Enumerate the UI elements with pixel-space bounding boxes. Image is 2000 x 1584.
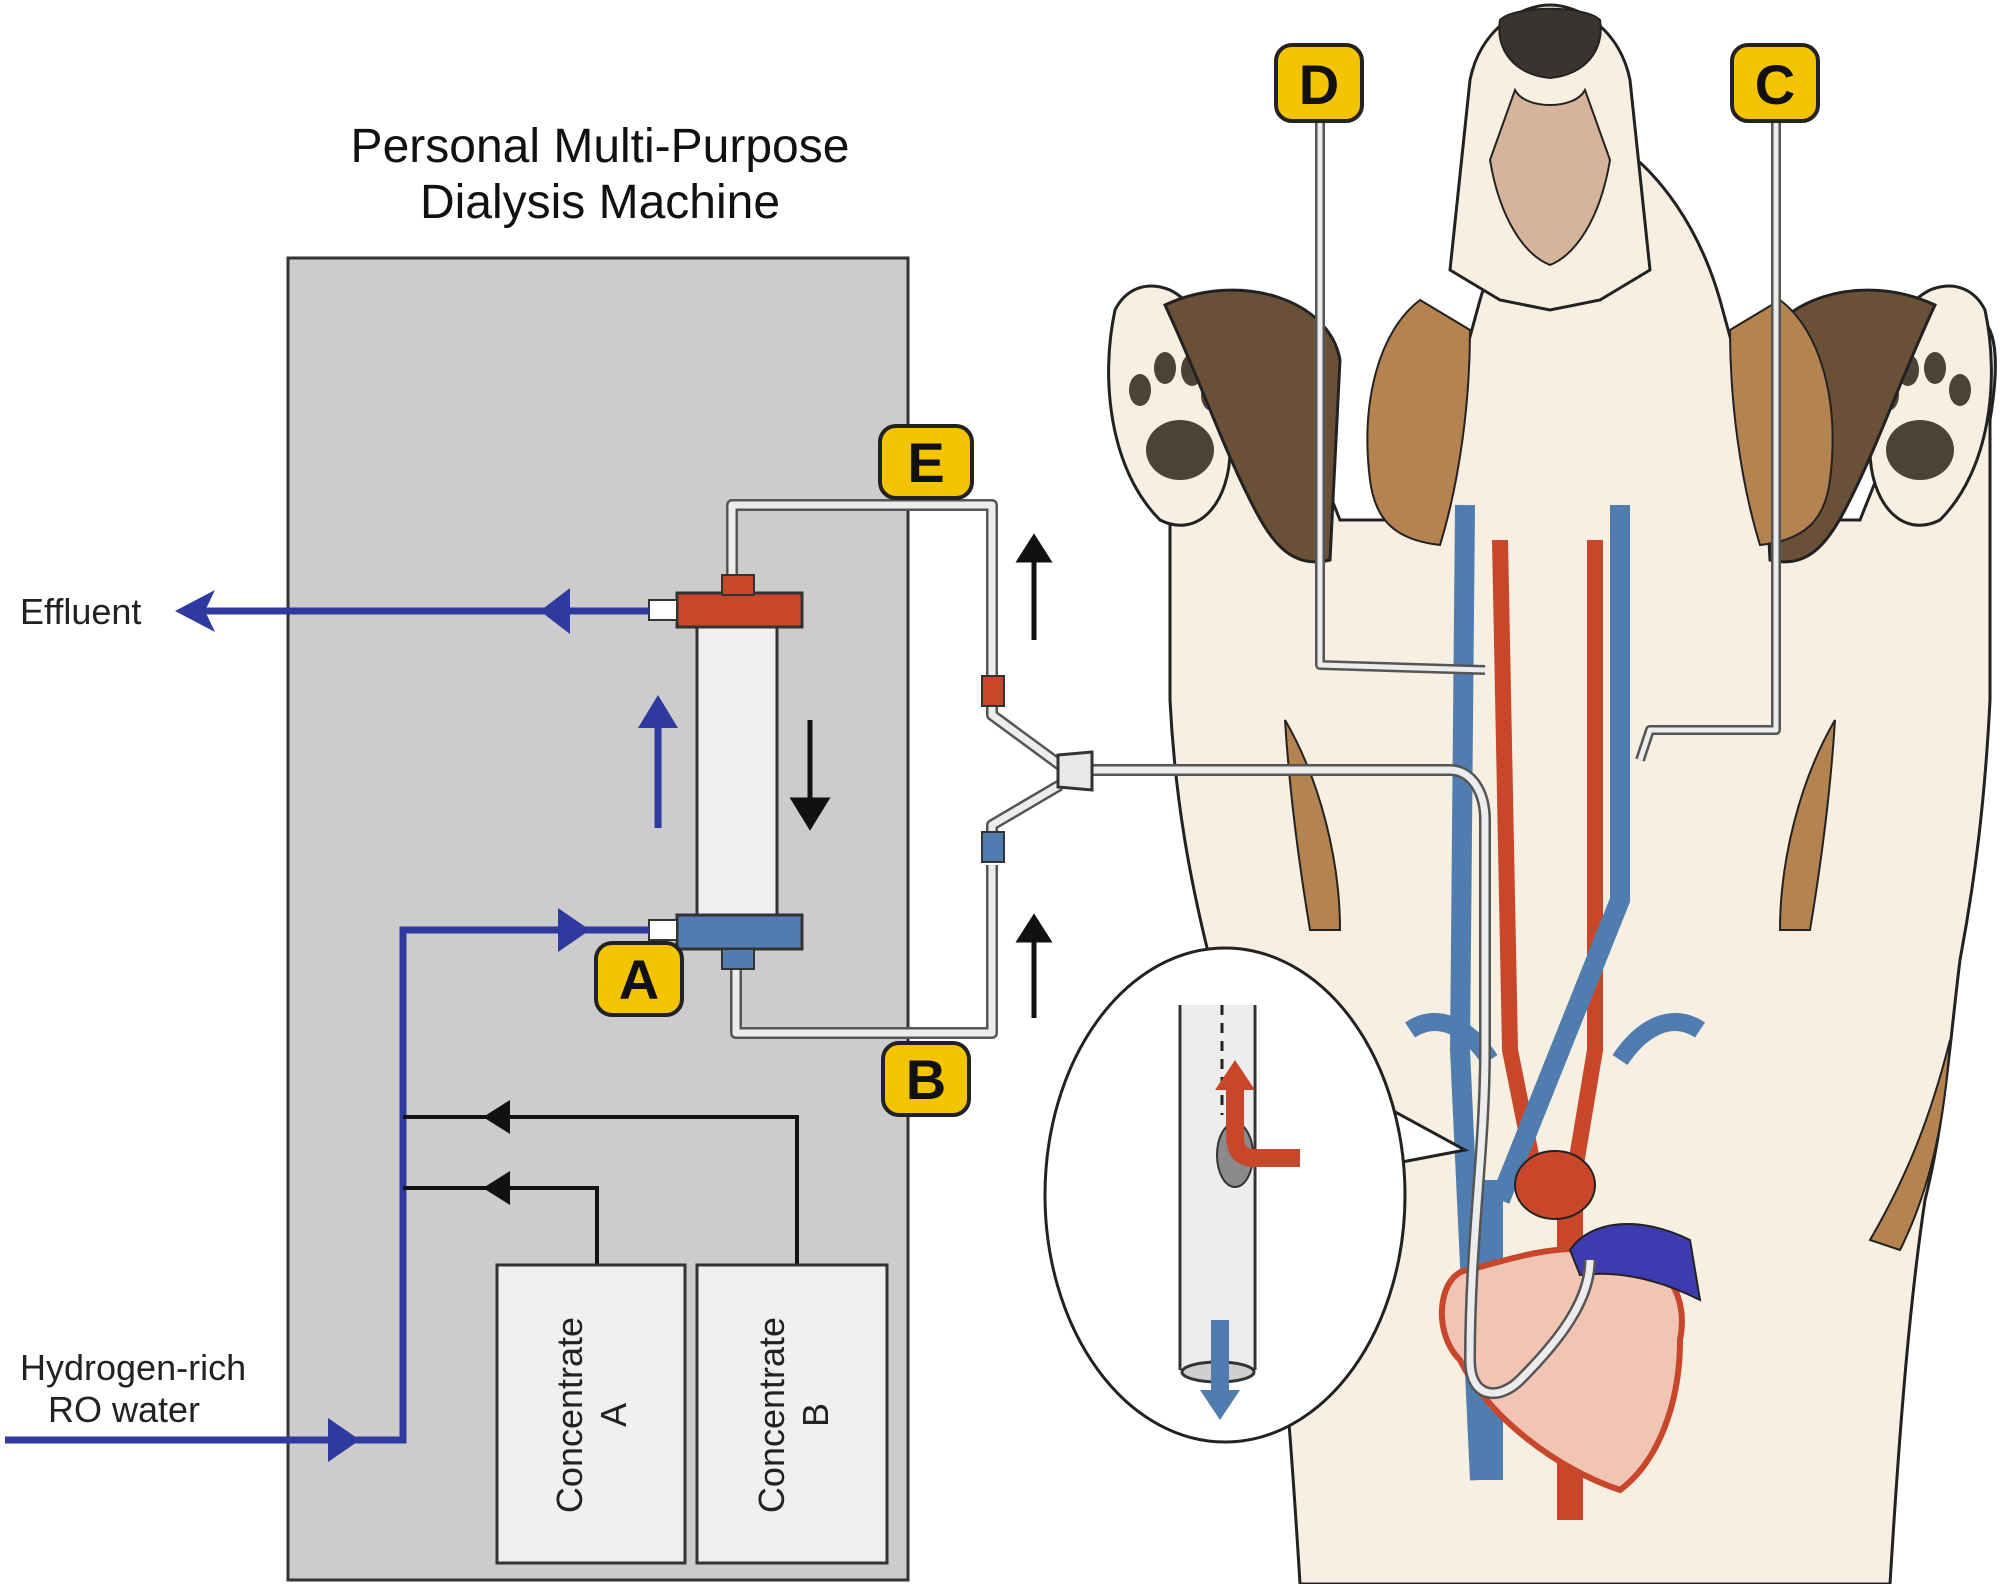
dialyzer-bottom-port (721, 948, 755, 970)
dialysate-inlet-port (648, 919, 678, 941)
badge-c-box (1730, 43, 1820, 123)
badge-c-letter: C (1755, 53, 1795, 116)
dog-left-toe (1129, 374, 1151, 406)
concentrate-a-label-line1: Concentrate (549, 1317, 590, 1513)
effluent-arrow-icon (175, 590, 215, 632)
arterial-inflow-arrow-icon (1226, 1080, 1300, 1167)
arrow-left-icon (540, 588, 570, 634)
subclavian-vein-right (1612, 1012, 1705, 1066)
magnified-catheter-tube (1178, 1005, 1257, 1370)
magnified-catheter-fill (1182, 1005, 1253, 1370)
catheter-tip-magnifier (1043, 946, 1470, 1444)
badge-b: B (881, 1041, 971, 1117)
badge-a-letter: A (619, 948, 659, 1011)
dialyzer-body (695, 623, 779, 917)
pointer-c-line-inner (1637, 120, 1779, 761)
right-jugular-vein (1490, 505, 1630, 1204)
arterial-inflow-arrowhead (1215, 1060, 1255, 1090)
dog-right-flank-marking (1868, 1039, 1951, 1252)
dog-right-shoulder-marking (1778, 719, 1836, 931)
arrow-up-icon (638, 695, 678, 728)
arrow-down-icon (789, 797, 831, 831)
catheter-lines (726, 120, 1781, 1400)
badge-b-box (881, 1041, 971, 1117)
circuit-flow-arrows (789, 533, 1053, 1018)
arrow-left-icon (483, 1100, 510, 1134)
arterial-line-clamp (981, 675, 1005, 707)
venous-outflow-arrowhead (1200, 1390, 1240, 1420)
pointer-d-line-inner (1317, 120, 1486, 673)
badge-d-letter: D (1299, 53, 1339, 116)
dialyzer-bottom-cap (675, 913, 804, 951)
dog-left-ear (1163, 288, 1342, 564)
dialyzer (648, 574, 804, 970)
dog-right-toe (1949, 374, 1971, 406)
pulmonary-artery (1568, 1223, 1702, 1302)
dog-left-pad (1146, 420, 1214, 480)
diagram-title-line2: Dialysis Machine (420, 176, 780, 229)
concentrate-a-line (403, 1186, 599, 1265)
concentrate-b-container (695, 1263, 889, 1565)
dialyzer-top-cap (675, 591, 804, 629)
badge-e: E (878, 424, 974, 500)
dialysate-arrowheads (175, 588, 678, 1462)
dog-right-pad (1886, 420, 1954, 480)
dog-right-toe (1924, 352, 1946, 384)
badge-e-box (878, 424, 974, 500)
diagram-title-line1: Personal Multi-Purpose (351, 120, 850, 173)
badge-c: C (1730, 43, 1820, 123)
dialyzer-top-port (721, 574, 755, 596)
arrow-up-icon (1015, 913, 1053, 943)
dual-lumen-catheter-inner (1090, 766, 1594, 1397)
arrow-up-icon (1015, 533, 1053, 563)
y-connector (1056, 750, 1094, 792)
dog-mouth (1488, 87, 1612, 267)
badge-d: D (1274, 43, 1364, 123)
arrow-right-icon (328, 1418, 360, 1462)
aortic-arch (1514, 1150, 1596, 1220)
concentrate-b-label-line1: Concentrate (751, 1317, 792, 1513)
water-inlet-line (5, 926, 649, 1444)
water-label-line2: RO water (48, 1389, 200, 1430)
arrow-left-icon (483, 1171, 510, 1205)
concentrate-b-line (403, 1115, 799, 1265)
water-label-line1: Hydrogen-rich (20, 1347, 246, 1388)
concentrate-arrowheads (483, 1100, 510, 1205)
heart (1438, 1150, 1702, 1494)
badge-b-letter: B (906, 1048, 946, 1111)
dialysate-outlet-port (648, 599, 678, 621)
badge-a-box (594, 941, 684, 1017)
concentrate-lines (403, 1115, 799, 1265)
concentrate-a-label-line2: A (593, 1403, 634, 1427)
dog-left-toe (1154, 352, 1176, 384)
concentrate-b-label-line2: B (795, 1403, 836, 1427)
badge-a: A (594, 941, 684, 1017)
concentrate-a-container (495, 1263, 687, 1565)
dog-right-cheek-marking (1728, 298, 1834, 547)
dog-left-cheek-marking (1366, 298, 1472, 547)
dog-nose (1498, 7, 1602, 80)
effluent-label: Effluent (20, 591, 141, 632)
dialysate-lines (5, 607, 662, 1444)
badge-e-letter: E (907, 431, 944, 494)
venous-line-clamp (981, 831, 1005, 863)
badge-d-box (1274, 43, 1364, 123)
right-carotid-artery (1562, 540, 1603, 1202)
arrow-right-icon (558, 908, 590, 952)
